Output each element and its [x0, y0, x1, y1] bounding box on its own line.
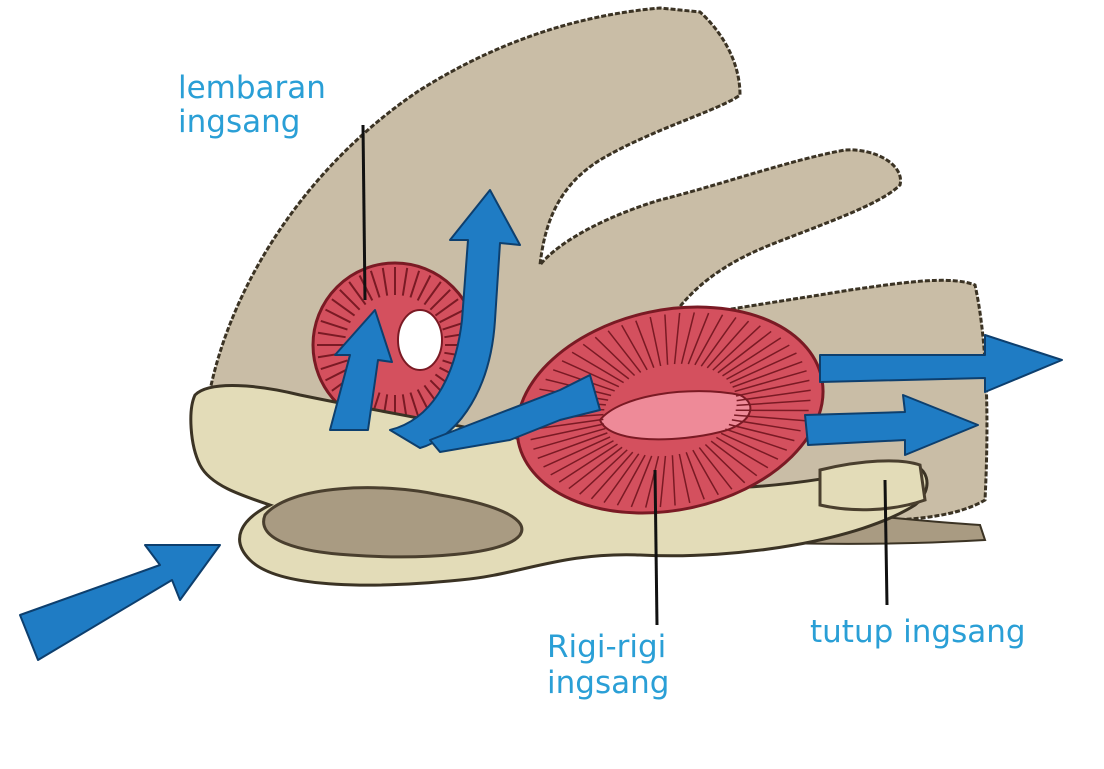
ridge-line — [700, 316, 737, 367]
ridge-line — [579, 449, 628, 495]
ridge-line — [320, 319, 348, 331]
ridge-line — [568, 446, 623, 490]
gill-rakers-core — [598, 390, 752, 441]
ridge-line — [621, 324, 648, 371]
ridge-line — [678, 453, 691, 504]
ridge-line — [607, 330, 642, 373]
ridge-line — [720, 432, 779, 460]
ridge-line — [735, 409, 809, 412]
ridge-line — [734, 414, 806, 422]
ridge-line — [644, 456, 660, 508]
jaw-mouth-cavity — [262, 486, 524, 559]
jaw-operculum-flap — [818, 459, 927, 512]
ridge-line — [734, 370, 807, 393]
ridge-line — [736, 399, 811, 407]
ridge-line — [726, 344, 790, 380]
leader-lines — [361, 124, 889, 626]
ridge-line — [348, 281, 367, 306]
ridge-line — [736, 389, 811, 402]
upward-flow-arrow-right — [389, 189, 521, 449]
inflow-arrow — [19, 544, 221, 661]
leader-operculum — [883, 479, 889, 606]
ridge-line — [537, 432, 608, 460]
outflow-arrow-upper — [819, 334, 1063, 393]
ridge-line — [434, 298, 459, 317]
ridge-line — [687, 312, 710, 365]
outflow-arrow-lower — [804, 394, 979, 456]
ridge-line — [698, 447, 733, 490]
ridge-line — [550, 440, 614, 476]
ridge-line — [530, 423, 605, 441]
ridge-line — [558, 443, 618, 483]
label-gill-filaments-line2: ingsang — [178, 104, 300, 140]
leader-gill-filaments — [361, 124, 367, 301]
ridge-line — [694, 314, 724, 366]
ridge-line — [664, 314, 669, 365]
ridge-line — [317, 331, 346, 339]
label-gill-rakers-line1: Rigi-rigi — [547, 629, 666, 665]
ridge-line — [594, 336, 636, 377]
ridge-line — [735, 379, 810, 397]
ridge-line — [603, 453, 640, 504]
ridge-line — [401, 267, 409, 296]
ridge-line — [635, 320, 655, 368]
ridge-line — [722, 337, 782, 377]
ridge-line — [590, 451, 634, 500]
ridge-line — [717, 330, 772, 374]
ridge-line — [423, 281, 442, 306]
label-gill-rakers: Rigi-rigi ingsang — [547, 629, 676, 701]
ridge-line — [704, 443, 746, 484]
ridge-line — [543, 436, 611, 468]
ridge-line — [533, 427, 606, 450]
ridge-line — [320, 359, 348, 371]
ridge-line — [381, 267, 389, 296]
ridge-line — [331, 298, 356, 317]
label-gill-rakers-line2: ingsang — [547, 665, 669, 701]
ridge-line — [731, 419, 801, 432]
gill-filaments-gap — [397, 309, 443, 371]
ridge-line — [680, 312, 696, 364]
ridge-line — [692, 449, 719, 496]
ridge-line — [571, 351, 625, 384]
ridge-line — [630, 455, 653, 508]
ridge-line — [429, 289, 451, 311]
gill-rakers-ridges — [529, 312, 811, 508]
label-gill-filaments-line1: lembaran — [178, 70, 326, 106]
ridge-line — [729, 352, 797, 384]
water-flow-arrows — [19, 189, 1063, 661]
ridge-line — [715, 436, 769, 469]
ridge-line — [416, 275, 432, 301]
ridge-line — [649, 316, 662, 367]
ridge-line — [671, 455, 676, 506]
gill-rakers — [515, 305, 825, 515]
ridge-line — [685, 452, 705, 500]
ridge-line — [673, 312, 681, 365]
ridge-line — [712, 325, 761, 371]
ridge-line — [659, 455, 667, 508]
ridge-line — [732, 360, 803, 388]
ridge-line — [439, 308, 465, 324]
label-operculum: tutup ingsang — [810, 614, 1026, 650]
ridge-line — [582, 343, 630, 380]
ridge-line — [561, 360, 620, 388]
labels: lembaran ingsang Rigi-rigi ingsang tutup… — [178, 70, 1026, 701]
ridge-line — [409, 270, 421, 298]
label-gill-filaments: lembaran ingsang — [178, 70, 336, 140]
ridge-line — [325, 308, 351, 324]
leader-gill-rakers — [653, 469, 659, 626]
ridge-line — [725, 428, 788, 451]
ridge-line — [616, 454, 646, 506]
diagonal-flow-arrow — [429, 374, 601, 453]
ridge-line — [339, 289, 361, 311]
ridge-line — [728, 423, 795, 442]
upward-flow-arrow-left — [329, 309, 393, 431]
ridge-line — [706, 320, 750, 369]
ridge-line — [409, 392, 421, 420]
ridge-line — [710, 440, 758, 477]
ridge-line — [369, 270, 381, 298]
